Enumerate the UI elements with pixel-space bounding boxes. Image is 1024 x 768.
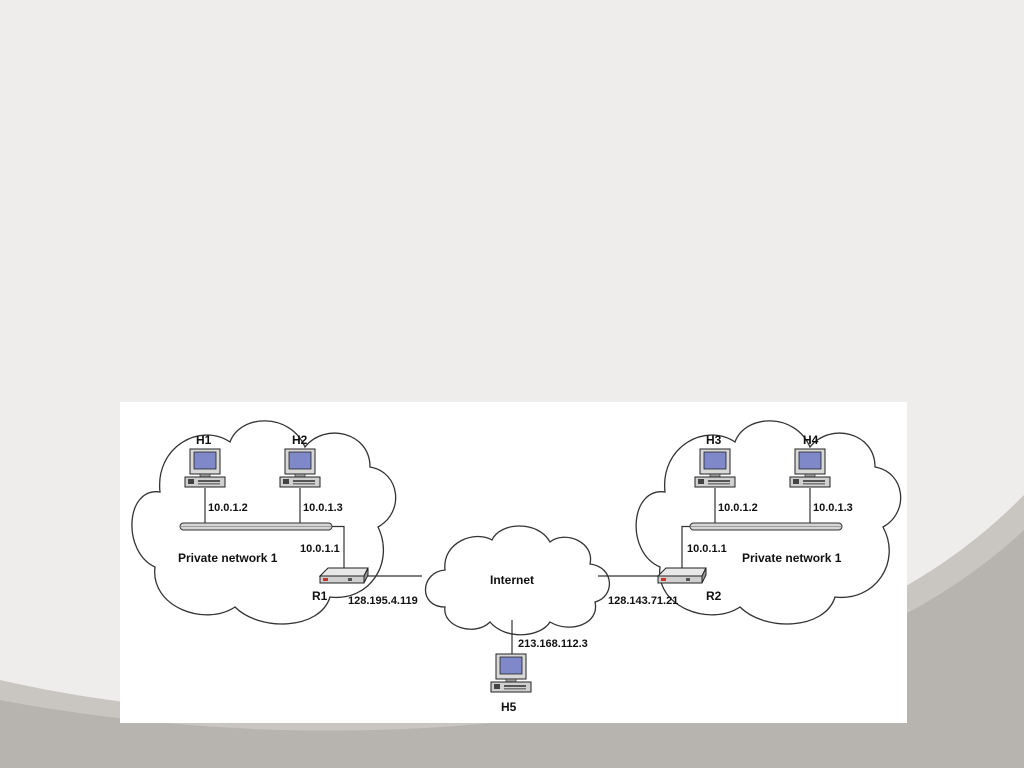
h3-computer-icon (694, 448, 736, 488)
internet-cloud (424, 525, 611, 636)
right-network-label: Private network 1 (742, 551, 842, 565)
h3-ip-label: 10.0.1.2 (718, 502, 758, 514)
h2-ip-label: 10.0.1.3 (303, 502, 343, 514)
r1-label: R1 (312, 589, 328, 603)
r2-label: R2 (706, 589, 722, 603)
r1-inside-ip-label: 10.0.1.1 (300, 543, 340, 555)
internet-label: Internet (490, 573, 534, 587)
r2-lan-link (681, 525, 690, 570)
h2-label: H2 (292, 433, 308, 447)
h1-label: H1 (196, 433, 212, 447)
h4-label: H4 (803, 433, 819, 447)
left-network-label: Private network 1 (178, 551, 278, 565)
r1-outside-ip-label: 128.195.4.119 (348, 595, 418, 607)
h5-label: H5 (501, 700, 517, 714)
r1-router-icon (319, 567, 369, 584)
right-lan-bus (689, 522, 843, 531)
r2-router-icon (657, 567, 707, 584)
network-diagram: H1 H2 H3 H4 H5 10.0.1.2 10.0.1.3 10.0.1.… (131, 420, 902, 714)
h1-ip-label: 10.0.1.2 (208, 502, 248, 514)
right-private-network-cloud (635, 420, 902, 625)
h4-ip-label: 10.0.1.3 (813, 502, 853, 514)
r1-lan-link (332, 525, 345, 570)
h5-ip-label: 213.168.112.3 (518, 638, 588, 650)
diagram-panel: H1 H2 H3 H4 H5 10.0.1.2 10.0.1.3 10.0.1.… (120, 402, 907, 723)
left-private-network-cloud (131, 420, 397, 625)
h5-computer-icon (490, 653, 532, 693)
left-lan-bus (179, 522, 333, 531)
r2-inside-ip-label: 10.0.1.1 (687, 543, 727, 555)
h2-computer-icon (279, 448, 321, 488)
h1-computer-icon (184, 448, 226, 488)
h4-computer-icon (789, 448, 831, 488)
h3-label: H3 (706, 433, 722, 447)
r2-outside-ip-label: 128.143.71.21 (608, 595, 678, 607)
